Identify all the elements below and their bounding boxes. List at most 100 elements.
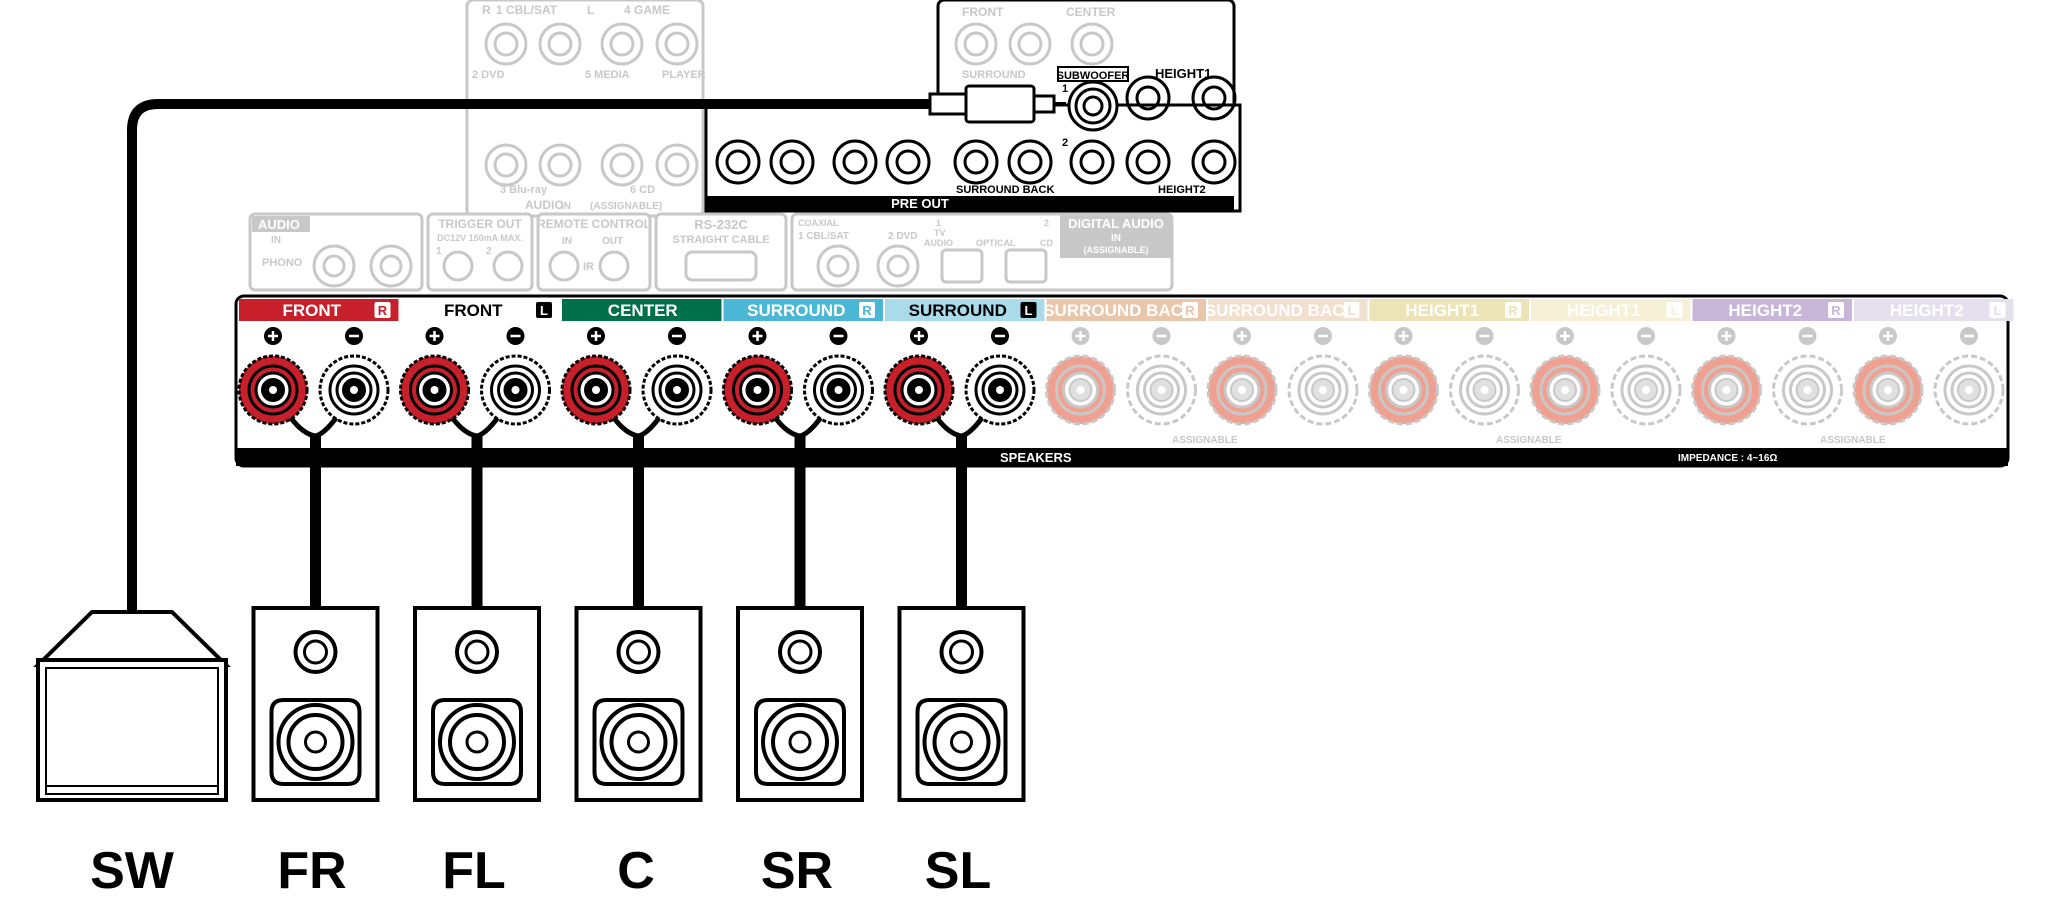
digital-audio-label: DIGITAL AUDIO [1068,216,1164,231]
subwoofer [33,610,231,802]
channel-side-height1-r: R [1508,303,1518,318]
speaker-terminal-block: SPEAKERS IMPEDANCE : 4~16Ω ASSIGNABLE AS… [234,294,2014,468]
woofer-sr [754,698,846,786]
negative-terminal-3[interactable] [641,327,713,426]
channel-center: CENTER [562,299,722,321]
input-ch6-label: 6 CD [630,184,655,196]
tv-audio-1-label: 1 [936,218,941,228]
digital-control-row: AUDIO IN PHONO TRIGGER OUT DC12V 150mA M… [248,212,1174,292]
channel-name-center: CENTER [608,301,678,320]
optical-label: OPTICAL [976,238,1016,248]
input-l-label: L [587,3,594,17]
negative-terminal-6[interactable] [1126,327,1197,426]
assignable-label-2: ASSIGNABLE [1496,435,1562,446]
speaker-cables [289,416,984,612]
cable-fl [450,416,500,612]
cable-c [612,416,661,612]
label-sw: SW [90,842,175,900]
preout-surround-back-label: SURROUND BACK [956,184,1054,196]
channel-height2-l: HEIGHT2 L [1854,299,2014,321]
input-audio-label: AUDIO [525,198,564,212]
speaker-terminals [237,327,2005,426]
channel-name-surround-back-l: SURROUND BACK [1205,301,1358,320]
speaker-fl [413,606,541,802]
positive-terminal-1[interactable] [237,327,309,426]
pre-out-panel: PRE OUT FRONT CENTER SURROUND SUBWOOFER … [704,0,1242,213]
cable-sr [773,416,823,612]
negative-terminal-10[interactable] [1772,327,1843,426]
preout-num1-label: 1 [1062,83,1068,95]
cd-2-label: 2 [1044,218,1049,228]
positive-terminal-3[interactable] [560,327,632,426]
channel-name-surround-l: SURROUND [909,301,1007,320]
channel-side-surround-back-l: L [1348,303,1356,318]
input-ch1-label: 1 CBL/SAT [496,3,558,17]
preout-surround-label: SURROUND [962,69,1026,81]
negative-terminal-11[interactable] [1933,327,2005,426]
bottom-labels: SW FR FL C SR SL [90,842,991,900]
trigger-2-label: 2 [486,246,492,257]
label-fl: FL [442,842,506,900]
negative-terminal-4[interactable] [803,327,874,426]
straight-cable-label: STRAIGHT CABLE [672,234,769,246]
trigger-spec-label: DC12V 150mA MAX. [437,233,523,243]
negative-terminal-1[interactable] [318,327,390,426]
assignable-label-1: ASSIGNABLE [1172,435,1238,446]
cable-fr [289,416,338,612]
audio-in-label: AUDIO [258,217,300,232]
coaxial-cbl-sat-label: 1 CBL/SAT [798,231,849,242]
speakers-title: SPEAKERS [1000,450,1072,465]
positive-terminal-9[interactable] [1529,327,1601,426]
channel-side-height2-l: L [1994,303,2002,318]
channel-name-height2-l: HEIGHT2 [1890,301,1964,320]
preout-front-label: FRONT [962,5,1004,19]
coaxial-dvd-label: 2 DVD [888,231,917,242]
positive-terminal-8[interactable] [1368,327,1439,426]
channel-name-front-r: FRONT [282,301,341,320]
input-in-label: IN [561,201,571,212]
audio-in-in-label: IN [271,235,281,246]
subwoofer-pre-out-jack[interactable] [1067,80,1119,132]
input-player-label: PLAYER [662,69,706,81]
negative-terminal-9[interactable] [1610,327,1682,426]
remote-out-label: OUT [602,236,623,247]
speaker-c [574,606,703,802]
positive-terminal-4[interactable] [722,327,793,426]
channel-side-front-r: R [378,303,388,318]
negative-terminal-5[interactable] [964,327,1036,426]
assignable-label-3: ASSIGNABLE [1820,435,1886,446]
label-c: C [617,842,655,900]
channel-name-surround-back-r: SURROUND BACK [1043,301,1196,320]
input-ch4-label: 4 GAME [624,3,670,17]
label-sl: SL [925,842,991,900]
negative-terminal-7[interactable] [1287,327,1359,426]
channel-side-surround-r: R [862,303,872,318]
positive-terminal-10[interactable] [1691,327,1762,426]
pre-out-title: PRE OUT [891,196,949,211]
cd-label: CD [1040,238,1053,248]
positive-terminal-5[interactable] [883,327,955,426]
phono-label: PHONO [262,257,303,269]
channel-side-front-l: L [540,303,548,318]
negative-terminal-8[interactable] [1449,327,1520,426]
input-ch2-label: 2 DVD [472,69,504,81]
negative-terminal-2[interactable] [480,327,551,426]
positive-terminal-2[interactable] [399,327,470,426]
positive-terminal-11[interactable] [1852,327,1924,426]
woofer-fr [269,698,362,786]
positive-terminal-7[interactable] [1206,327,1278,426]
channel-name-surround-r: SURROUND [747,301,845,320]
input-ch5-label: 5 MEDIA [585,69,630,81]
channel-front-r: FRONT R [239,299,399,321]
rs232c-label: RS-232C [694,217,748,232]
channel-surround-r: SURROUND R [723,299,883,321]
positive-terminal-6[interactable] [1045,327,1116,426]
woofer-fl [431,698,523,786]
label-sr: SR [761,842,833,900]
input-ch3-label: 3 Blu-ray [500,184,548,196]
